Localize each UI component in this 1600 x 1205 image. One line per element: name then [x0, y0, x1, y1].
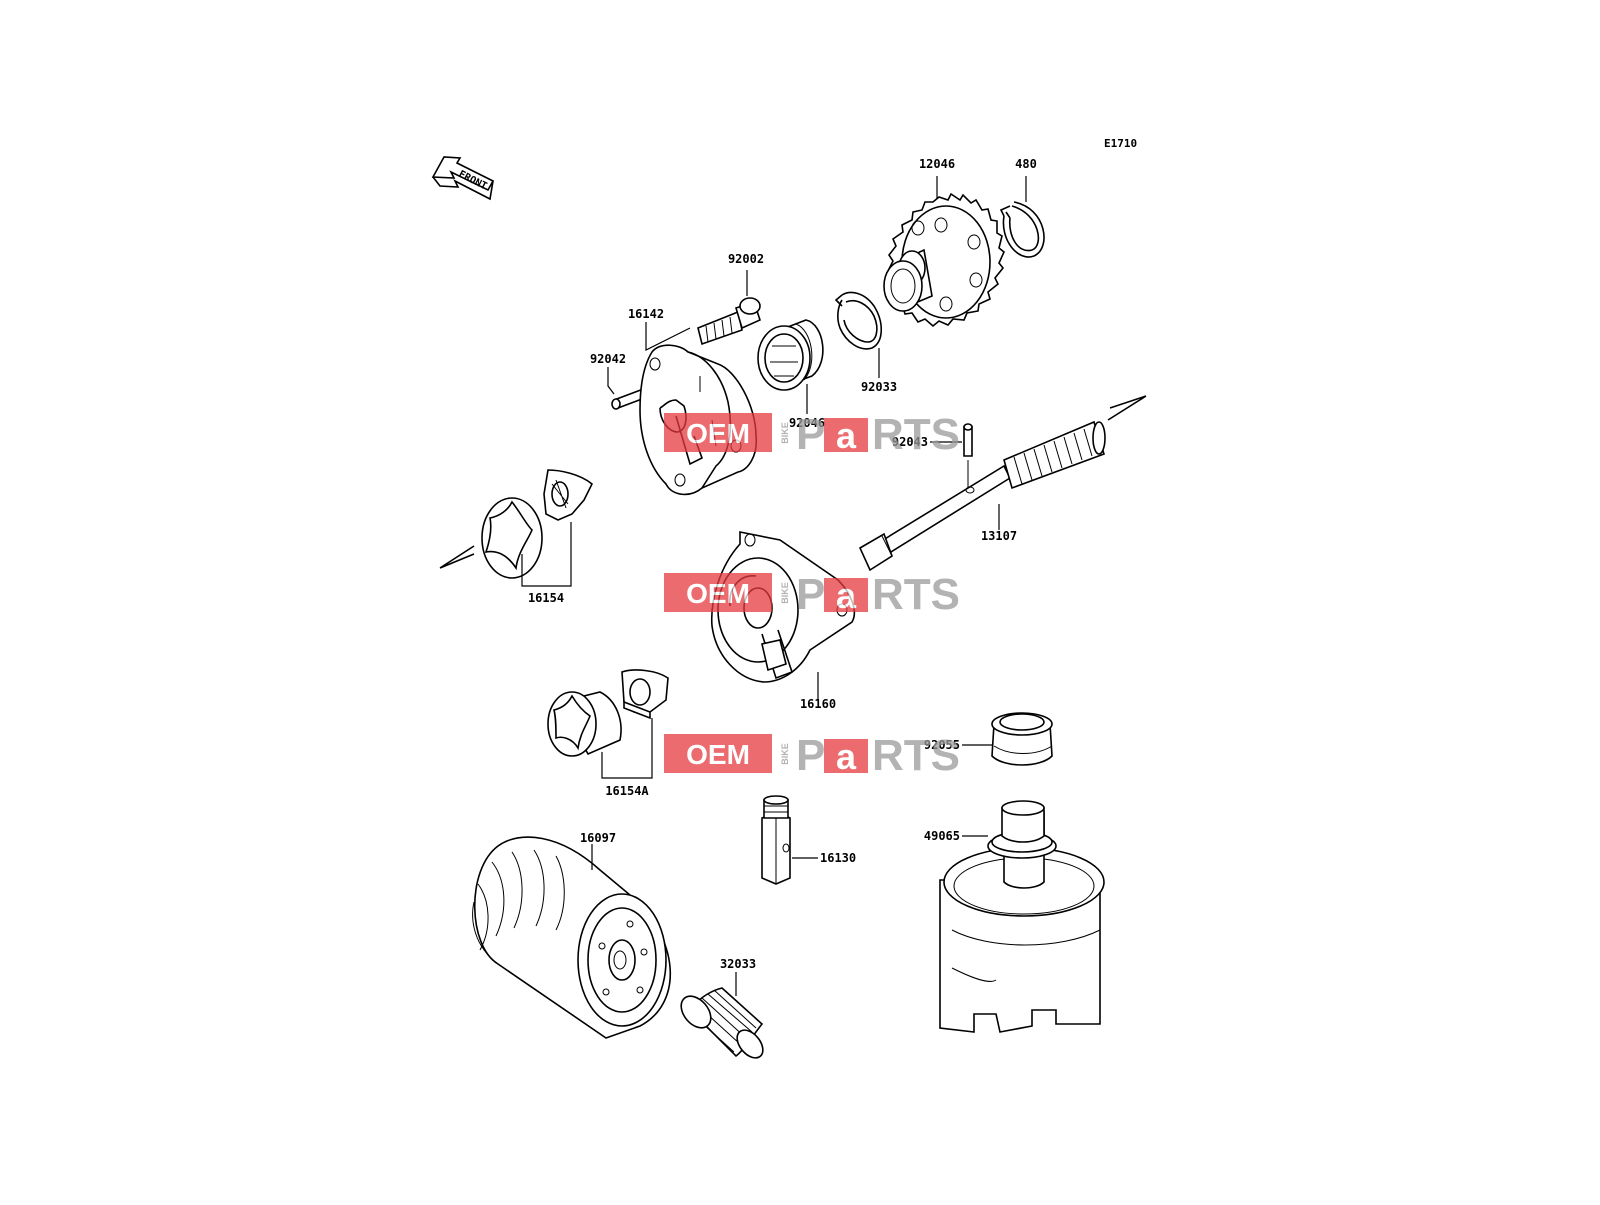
label-13107[interactable]: 13107: [981, 529, 1017, 543]
watermark-oem-text: OEM: [686, 418, 750, 449]
watermark-oem-box: [664, 413, 772, 452]
label-49065[interactable]: 49065: [924, 829, 960, 843]
label-480[interactable]: 480: [1015, 157, 1037, 171]
diagram-code: E1710: [1104, 137, 1137, 150]
label-32033[interactable]: 32033: [720, 957, 756, 971]
watermark-p-text: P: [796, 410, 825, 459]
label-92033[interactable]: 92033: [861, 380, 897, 394]
watermark-rts-text: RTS: [872, 570, 960, 619]
watermark-bike-text: BIKE: [780, 422, 790, 444]
rotor-set-16154: [439, 469, 593, 579]
label-92055[interactable]: 92055: [924, 738, 960, 752]
filter-wrench-49065: [939, 800, 1105, 1033]
watermark-a-box: [824, 418, 868, 452]
bearing-92046: [757, 319, 824, 391]
label-16160[interactable]: 16160: [800, 697, 836, 711]
circlip-480: [999, 201, 1045, 258]
label-92002[interactable]: 92002: [728, 252, 764, 266]
shaft-13107: [858, 395, 1147, 572]
watermark-rts-text: RTS: [872, 731, 960, 780]
watermark-rts-text: RTS: [872, 410, 960, 459]
watermark-a-text: a: [836, 736, 857, 777]
watermark-oem-text: OEM: [686, 739, 750, 770]
label-16154[interactable]: 16154: [528, 591, 564, 605]
plug-92055: [991, 712, 1053, 766]
bolt-92002: [697, 297, 761, 346]
label-12046[interactable]: 12046: [919, 157, 955, 171]
rotor-set-16154A: [547, 669, 669, 757]
label-16097[interactable]: 16097: [580, 831, 616, 845]
label-16142[interactable]: 16142: [628, 307, 664, 321]
oil-filter-16097: [472, 836, 672, 1039]
pin-92043: [963, 423, 973, 488]
label-16130[interactable]: 16130: [820, 851, 856, 865]
leader-lines: [521, 176, 1027, 996]
part-labels: 12046 480 92002 16142 92042 92033 92046 …: [528, 157, 1037, 971]
fitting-16130: [761, 795, 791, 885]
watermark-1: OEM BIKE P a RTS: [664, 410, 960, 459]
watermark-a-text: a: [836, 415, 857, 456]
front-arrow-icon: FRONT: [431, 156, 495, 201]
label-16154A[interactable]: 16154A: [605, 784, 649, 798]
watermark-p-text: P: [796, 570, 825, 619]
label-92043[interactable]: 92043: [892, 435, 928, 449]
watermark-2: OEM BIKE P a RTS: [664, 570, 960, 619]
watermark-bike-text: BIKE: [780, 743, 790, 765]
watermark-bike-text: BIKE: [780, 582, 790, 604]
label-92042[interactable]: 92042: [590, 352, 626, 366]
watermark-3: OEM BIKE P a RTS: [664, 731, 960, 780]
label-92046[interactable]: 92046: [789, 416, 825, 430]
watermark-a-text: a: [836, 575, 857, 616]
snap-ring-92033: [834, 291, 883, 350]
watermark-p-text: P: [796, 731, 825, 780]
watermark-oem-text: OEM: [686, 578, 750, 609]
gear-12046: [883, 192, 1005, 328]
stud-32033: [680, 987, 764, 1059]
